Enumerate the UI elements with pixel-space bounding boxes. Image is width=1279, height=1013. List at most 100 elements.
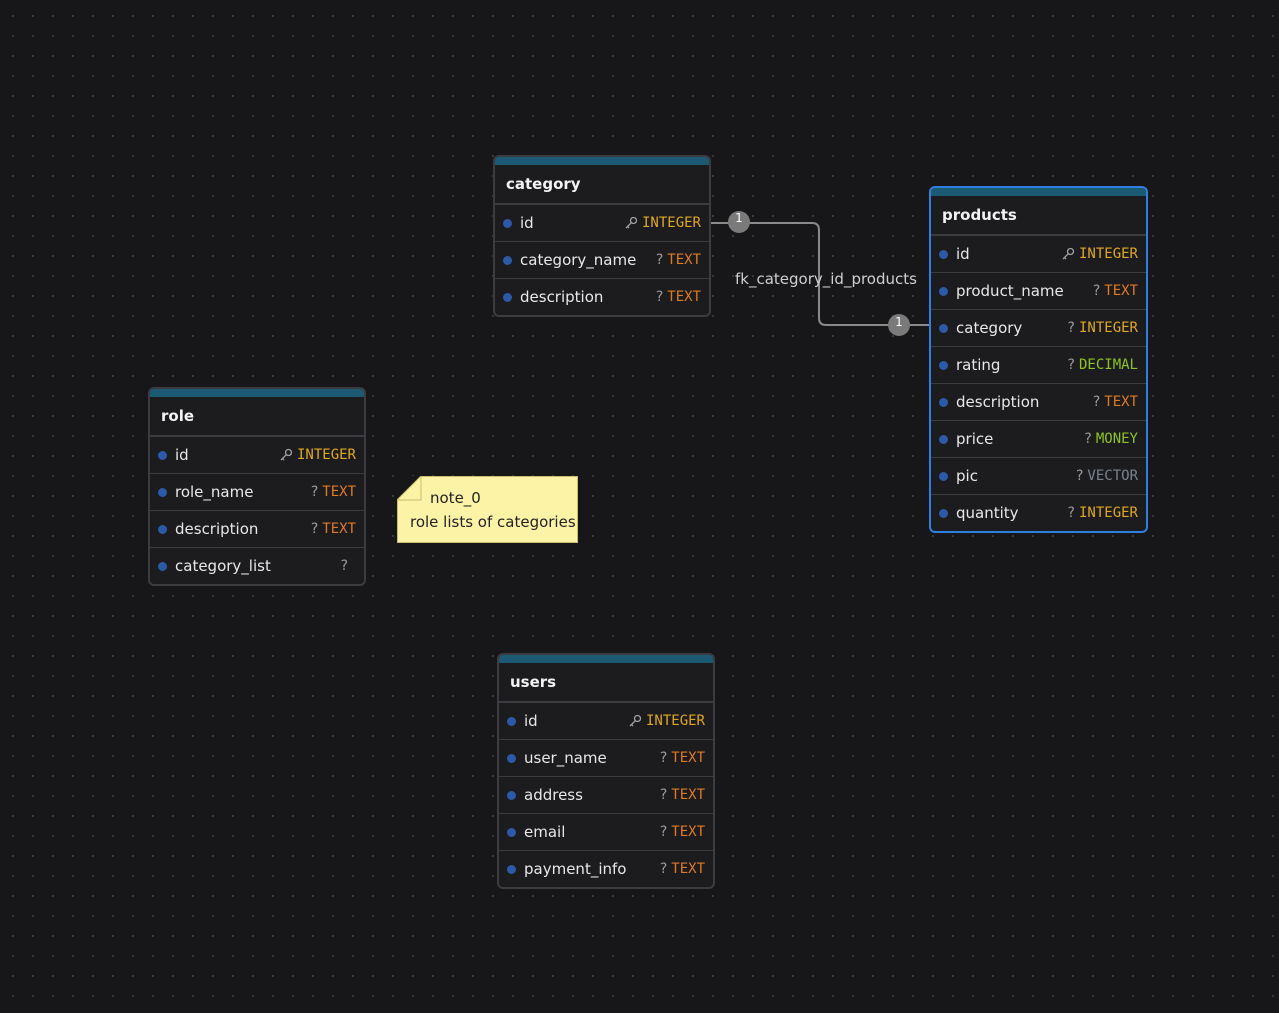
field-name: role_name xyxy=(175,483,254,501)
field-handle[interactable] xyxy=(503,219,512,228)
field-type: ? xyxy=(341,548,352,584)
field-type: ?VECTOR xyxy=(1076,458,1138,494)
field-handle[interactable] xyxy=(507,754,516,763)
table-title[interactable]: products xyxy=(931,196,1146,235)
field-name: category_list xyxy=(175,557,271,575)
table-role[interactable]: role id INTEGER role_name ?TEXT descript… xyxy=(148,387,366,586)
field-handle[interactable] xyxy=(939,361,948,370)
type-label: INTEGER xyxy=(641,215,701,231)
table-users[interactable]: users id INTEGER user_name ?TEXT address… xyxy=(497,653,715,889)
field-handle[interactable] xyxy=(158,525,167,534)
field-type: ?DECIMAL xyxy=(1068,347,1138,383)
type-label: INTEGER xyxy=(296,447,356,463)
field-handle[interactable] xyxy=(503,256,512,265)
field-row-email[interactable]: email ?TEXT xyxy=(499,813,713,850)
field-name: quantity xyxy=(956,504,1019,522)
nullable-marker: ? xyxy=(310,484,319,500)
source-cardinality-badge xyxy=(728,211,750,233)
field-type: ?TEXT xyxy=(311,511,356,547)
field-handle[interactable] xyxy=(507,791,516,800)
table-title[interactable]: category xyxy=(495,165,709,204)
field-name: description xyxy=(520,288,604,306)
field-row-category-name[interactable]: category_name ?TEXT xyxy=(495,241,709,278)
table-header-accent xyxy=(499,655,713,663)
field-row-description[interactable]: description ?TEXT xyxy=(931,383,1146,420)
field-type: ?TEXT xyxy=(660,740,705,776)
fk-edge-path[interactable] xyxy=(711,222,929,326)
field-row-id[interactable]: id INTEGER xyxy=(499,702,713,739)
field-type: ?INTEGER xyxy=(1068,310,1138,346)
nullable-marker: ? xyxy=(1092,283,1101,299)
field-row-quantity[interactable]: quantity ?INTEGER xyxy=(931,494,1146,531)
field-type: ?TEXT xyxy=(660,851,705,887)
field-type: INTEGER xyxy=(279,437,356,473)
type-label: VECTOR xyxy=(1087,468,1138,484)
type-label: INTEGER xyxy=(1078,320,1138,336)
field-row-description[interactable]: description ?TEXT xyxy=(495,278,709,315)
type-label: INTEGER xyxy=(1078,246,1138,262)
field-row-category-list[interactable]: category_list ? xyxy=(150,547,364,584)
type-label: MONEY xyxy=(1095,431,1138,447)
field-handle[interactable] xyxy=(507,717,516,726)
field-row-price[interactable]: price ?MONEY xyxy=(931,420,1146,457)
target-cardinality-label: 1 xyxy=(895,315,903,329)
nullable-marker: ? xyxy=(659,787,668,803)
field-row-pic[interactable]: pic ?VECTOR xyxy=(931,457,1146,494)
field-name: address xyxy=(524,786,583,804)
key-icon xyxy=(280,448,293,461)
field-row-address[interactable]: address ?TEXT xyxy=(499,776,713,813)
field-handle[interactable] xyxy=(939,472,948,481)
nullable-marker: ? xyxy=(655,289,664,305)
nullable-marker: ? xyxy=(1075,468,1084,484)
field-type: INTEGER xyxy=(1061,236,1138,272)
table-title[interactable]: users xyxy=(499,663,713,702)
field-handle[interactable] xyxy=(507,828,516,837)
nullable-marker: ? xyxy=(1067,320,1075,336)
field-row-description[interactable]: description ?TEXT xyxy=(150,510,364,547)
field-handle[interactable] xyxy=(158,451,167,460)
field-name: price xyxy=(956,430,994,448)
field-handle[interactable] xyxy=(503,293,512,302)
field-handle[interactable] xyxy=(158,562,167,571)
field-handle[interactable] xyxy=(939,324,948,333)
target-cardinality-badge xyxy=(888,314,910,336)
field-type: INTEGER xyxy=(624,205,701,241)
field-handle[interactable] xyxy=(939,435,948,444)
table-header-accent xyxy=(150,389,364,397)
field-handle[interactable] xyxy=(939,398,948,407)
type-label: TEXT xyxy=(322,521,356,537)
type-label: TEXT xyxy=(671,750,705,766)
relationship-label[interactable]: fk_category_id_products xyxy=(735,270,917,288)
type-label: INTEGER xyxy=(1078,505,1138,521)
field-type: ?TEXT xyxy=(656,242,701,278)
table-title[interactable]: role xyxy=(150,397,364,436)
field-handle[interactable] xyxy=(939,250,948,259)
field-name: payment_info xyxy=(524,860,627,878)
field-row-id[interactable]: id INTEGER xyxy=(931,235,1146,272)
note-card[interactable]: note_0 role lists of categories xyxy=(397,476,578,543)
type-label: TEXT xyxy=(1104,394,1138,410)
type-label: TEXT xyxy=(671,787,705,803)
field-type: ?TEXT xyxy=(656,279,701,315)
type-label: DECIMAL xyxy=(1078,357,1138,373)
field-row-id[interactable]: id INTEGER xyxy=(150,436,364,473)
field-row-user-name[interactable]: user_name ?TEXT xyxy=(499,739,713,776)
nullable-marker: ? xyxy=(659,861,668,877)
field-row-id[interactable]: id INTEGER xyxy=(495,204,709,241)
field-row-category[interactable]: category ?INTEGER xyxy=(931,309,1146,346)
field-row-payment-info[interactable]: payment_info ?TEXT xyxy=(499,850,713,887)
field-name: user_name xyxy=(524,749,607,767)
field-row-role-name[interactable]: role_name ?TEXT xyxy=(150,473,364,510)
type-label: INTEGER xyxy=(645,713,705,729)
field-handle[interactable] xyxy=(507,865,516,874)
table-category[interactable]: category id INTEGER category_name ?TEXT … xyxy=(493,155,711,317)
field-handle[interactable] xyxy=(939,509,948,518)
field-handle[interactable] xyxy=(939,287,948,296)
field-handle[interactable] xyxy=(158,488,167,497)
field-row-product-name[interactable]: product_name ?TEXT xyxy=(931,272,1146,309)
table-products[interactable]: products id INTEGER product_name ?TEXT c… xyxy=(929,186,1148,533)
field-type: ?MONEY xyxy=(1084,421,1138,457)
type-label: TEXT xyxy=(1104,283,1138,299)
field-type: ?TEXT xyxy=(660,777,705,813)
field-row-rating[interactable]: rating ?DECIMAL xyxy=(931,346,1146,383)
